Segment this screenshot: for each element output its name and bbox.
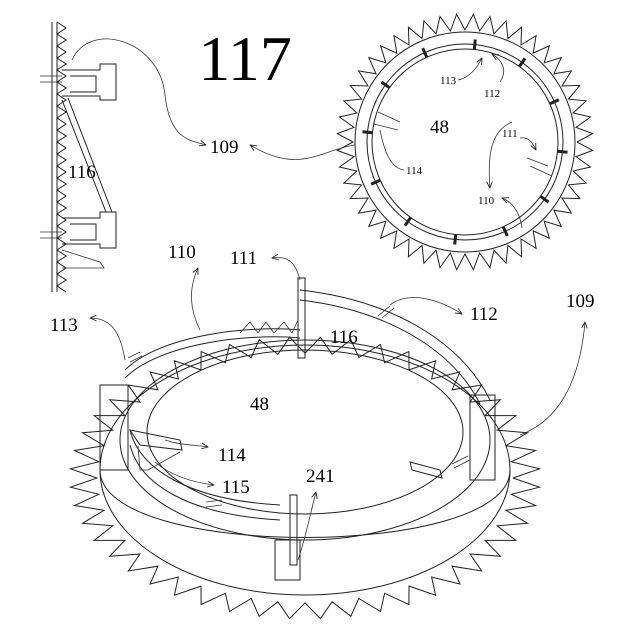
- label-iso-114: 114: [218, 445, 246, 466]
- label-top-113: 113: [440, 75, 457, 87]
- isometric-view: [71, 278, 540, 619]
- label-iso-48: 48: [250, 394, 269, 415]
- label-iso-115: 115: [222, 477, 250, 498]
- label-iso-241: 241: [306, 466, 335, 487]
- label-top-48: 48: [430, 117, 449, 138]
- label-iso-116: 116: [330, 327, 358, 348]
- ring-tab: [550, 100, 559, 104]
- ring-tab: [423, 48, 427, 57]
- ring-tab: [371, 180, 380, 184]
- ring-tab: [405, 218, 411, 226]
- label-side-109: 109: [210, 137, 239, 158]
- ring-tab: [558, 151, 568, 152]
- label-iso-113: 113: [50, 315, 78, 336]
- ring-tab: [381, 82, 389, 88]
- label-iso-110: 110: [168, 242, 196, 263]
- ring-tab: [541, 196, 549, 202]
- top-view: [337, 14, 592, 269]
- side-view: [40, 22, 116, 292]
- ring-tab: [519, 58, 525, 66]
- leader-top-109: [250, 145, 355, 160]
- label-side-116: 116: [68, 162, 96, 183]
- ring-tab: [503, 227, 507, 236]
- label-iso-109: 109: [566, 291, 595, 312]
- label-iso-111: 111: [230, 248, 257, 269]
- ring-tab: [455, 235, 456, 245]
- label-iso-112: 112: [470, 304, 498, 325]
- ring-tab: [363, 132, 373, 133]
- ring-tab: [474, 40, 475, 50]
- figure-number: 117: [198, 23, 292, 94]
- label-top-110: 110: [478, 195, 495, 207]
- label-top-114: 114: [406, 165, 423, 177]
- label-top-111: 111: [502, 128, 518, 140]
- label-top-112: 112: [484, 88, 500, 100]
